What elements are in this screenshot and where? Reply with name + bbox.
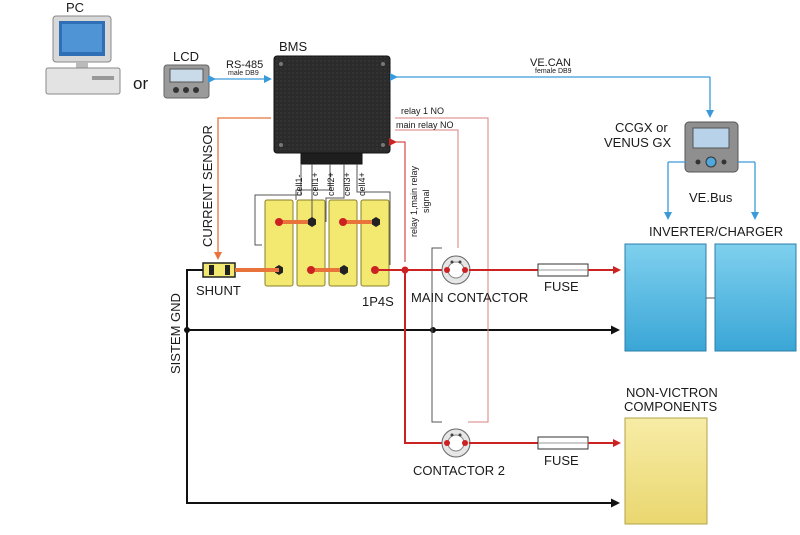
main-relay-wire (395, 129, 459, 248)
cell-label-1: cell1+ (310, 172, 320, 196)
relay-signal-label-2: signal (421, 189, 431, 213)
inverter-label: INVERTER/CHARGER (649, 224, 783, 239)
battery-icon (254, 164, 391, 287)
shunt-icon (202, 262, 236, 278)
main-relay-label: main relay NO (396, 120, 454, 130)
non-victron-label-2: COMPONENTS (624, 399, 718, 414)
pc-label: PC (66, 0, 84, 15)
rs485-label: RS-485 (226, 59, 263, 71)
inverter-unit-1 (624, 243, 707, 352)
contactor2-label: CONTACTOR 2 (413, 463, 505, 478)
cell-label-3: cell3+ (342, 172, 352, 196)
non-victron-label-1: NON-VICTRON (626, 385, 718, 400)
vebus-label: VE.Bus (689, 190, 733, 205)
fuse-icon (537, 263, 589, 277)
current-sensor-link (214, 117, 271, 260)
ground-bus (186, 269, 620, 508)
relay1-label: relay 1 NO (401, 106, 444, 116)
pos-bus-branch (404, 270, 443, 444)
fuse-bottom-label: FUSE (544, 453, 579, 468)
rs485-sub: male DB9 (228, 70, 259, 77)
contactor2-icon (441, 428, 471, 458)
cell-label-2: cell2+ (326, 172, 336, 196)
ccgx-icon (684, 121, 739, 173)
sistem-gnd-label: SISTEM GND (168, 293, 183, 374)
vecan-sub: female DB9 (535, 68, 572, 75)
relay-signal-label-1: relay 1,main relay (409, 165, 419, 237)
bms-label: BMS (279, 39, 308, 54)
main-contactor-label: MAIN CONTACTOR (411, 290, 528, 305)
inverter-unit-2 (714, 243, 797, 352)
lcd-icon (163, 64, 210, 99)
relay-signal-wire (389, 138, 406, 262)
gnd-node-2 (430, 327, 436, 333)
non-victron-unit (624, 417, 708, 525)
fuse2-icon (537, 436, 589, 450)
gnd-node-1 (184, 327, 190, 333)
cell-label-0: cell1- (294, 174, 304, 196)
ccgx-label-2: VENUS GX (604, 135, 672, 150)
cell-label-4: cell4+ (357, 172, 367, 196)
or-label: or (133, 74, 148, 93)
battery-label: 1P4S (362, 294, 394, 309)
lcd-label: LCD (173, 49, 199, 64)
pc-icon (45, 15, 121, 95)
shunt-label: SHUNT (196, 283, 241, 298)
contactor-icon (441, 255, 471, 285)
vecan-label: VE.CAN (530, 57, 571, 69)
ccgx-label-1: CCGX or (615, 120, 668, 135)
bms-unit (273, 55, 391, 165)
fuse-top-label: FUSE (544, 279, 579, 294)
current-sensor-label: CURRENT SENSOR (200, 125, 215, 247)
contactor-coil-link (431, 247, 442, 423)
